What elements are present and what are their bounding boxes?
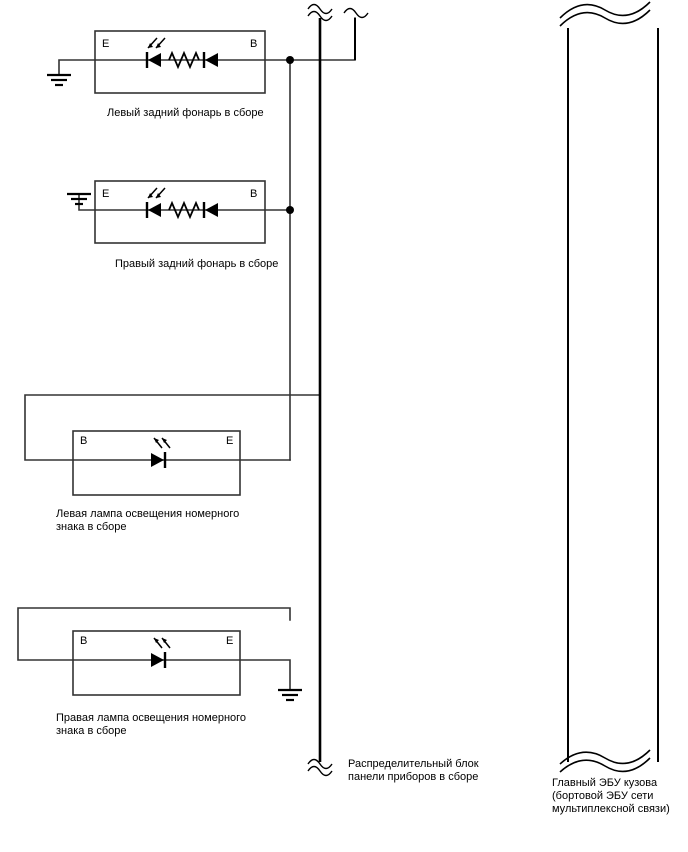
terminal-right-rear-lamp-e: E bbox=[102, 188, 110, 200]
wire-left-plate-lamp-b bbox=[24, 394, 321, 461]
resistor-left-rear bbox=[168, 50, 200, 70]
wire-right-plate-lamp-b bbox=[17, 607, 291, 661]
junction-dots bbox=[286, 56, 294, 214]
wire-network bbox=[17, 17, 356, 691]
wave-break-junction-bottom-b bbox=[307, 765, 333, 777]
terminal-left-plate-lamp-b: B bbox=[80, 435, 88, 447]
led-diode-left-rear bbox=[148, 53, 161, 67]
ground-symbols bbox=[47, 73, 302, 702]
connector-junction-block bbox=[307, 3, 369, 777]
junction-dot-left-rear-lamp bbox=[286, 56, 294, 64]
led-diode-right-plate bbox=[151, 653, 164, 667]
label-left-rear-lamp: Левый задний фонарь в сборе bbox=[107, 107, 264, 119]
wave-break-ecu-bottom-a bbox=[559, 749, 651, 765]
wave-break-junction-top-left-a bbox=[307, 10, 333, 22]
label-junction-block: Распределительный блок панели приборов в… bbox=[348, 758, 479, 783]
led-diode-left-plate bbox=[151, 453, 164, 467]
right-license-plate-lamp-symbols bbox=[73, 637, 240, 668]
junction-dot-right-rear-lamp bbox=[286, 206, 294, 214]
connector-main-body-ecu bbox=[559, 1, 659, 773]
label-left-license-plate-lamp: Левая лампа освещения номерного знака в … bbox=[56, 508, 240, 533]
wave-break-ecu-top-b bbox=[559, 1, 651, 19]
led-diode-right-rear bbox=[148, 203, 161, 217]
wire-right-rear-lamp-ground bbox=[78, 193, 96, 211]
left-rear-lamp-symbols bbox=[95, 37, 265, 70]
ground-symbol-right-license-plate-lamp bbox=[278, 688, 302, 702]
box-left-license-plate-lamp bbox=[72, 430, 241, 496]
box-left-rear-lamp bbox=[94, 30, 266, 94]
label-main-body-ecu: Главный ЭБУ кузова (бортовой ЭБУ сети му… bbox=[552, 777, 670, 815]
wave-break-ecu-bottom-b bbox=[559, 757, 651, 773]
led-light-arrows-right-plate bbox=[153, 637, 171, 649]
wire-left-rear-lamp-ground bbox=[58, 59, 96, 75]
box-right-rear-lamp bbox=[94, 180, 266, 244]
right-rear-lamp-symbols bbox=[95, 187, 265, 220]
resistor-right-rear bbox=[168, 200, 200, 220]
diode-left-rear bbox=[205, 53, 218, 67]
led-light-arrows-right-rear bbox=[147, 187, 166, 199]
wave-break-ecu-top-a bbox=[559, 9, 651, 27]
led-light-arrows-left-rear bbox=[147, 37, 166, 49]
wave-break-junction-bottom-a bbox=[307, 758, 333, 770]
wire-left-rear-lamp-b bbox=[264, 17, 356, 61]
led-light-arrows-left-plate bbox=[153, 437, 171, 449]
box-right-license-plate-lamp bbox=[72, 630, 241, 696]
left-license-plate-lamp-symbols bbox=[73, 437, 240, 468]
terminal-right-rear-lamp-b: B bbox=[250, 188, 258, 200]
wave-break-junction-top-right bbox=[343, 7, 369, 19]
terminal-left-plate-lamp-e: E bbox=[226, 435, 234, 447]
label-right-license-plate-lamp: Правая лампа освещения номерного знака в… bbox=[56, 712, 247, 737]
terminal-right-plate-lamp-b: B bbox=[80, 635, 88, 647]
terminal-left-rear-lamp-e: E bbox=[102, 38, 110, 50]
ground-symbol-right-rear-lamp bbox=[67, 192, 91, 206]
diode-right-rear bbox=[205, 203, 218, 217]
terminal-left-rear-lamp-b: B bbox=[250, 38, 258, 50]
wave-break-junction-top-left-b bbox=[307, 3, 333, 15]
terminal-right-plate-lamp-e: E bbox=[226, 635, 234, 647]
wire-right-plate-lamp-ground bbox=[239, 659, 291, 691]
label-right-rear-lamp: Правый задний фонарь в сборе bbox=[115, 258, 279, 270]
ground-symbol-left-rear-lamp bbox=[47, 73, 71, 87]
component-boxes bbox=[72, 30, 266, 696]
